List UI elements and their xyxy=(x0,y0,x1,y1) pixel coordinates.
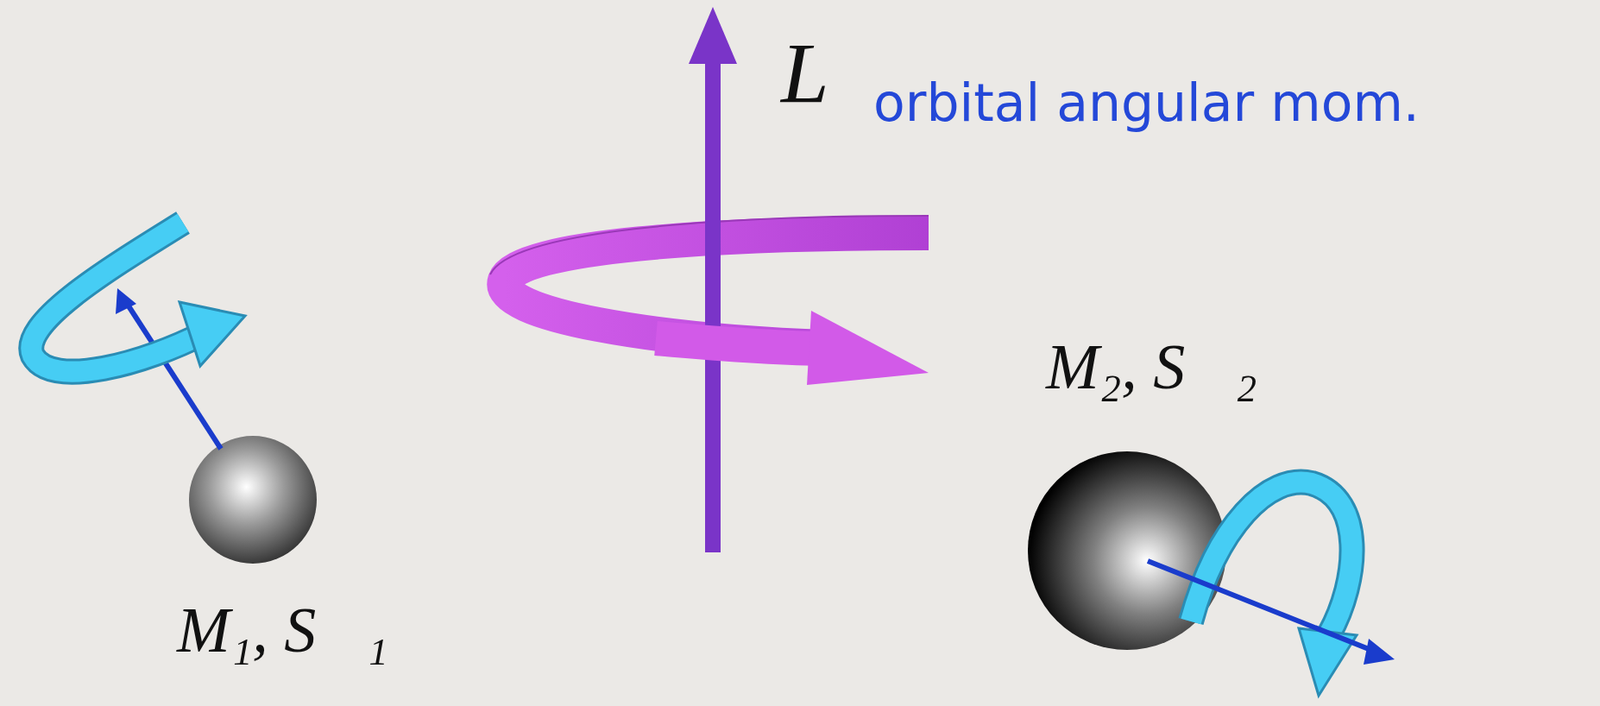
vector-caption: orbital angular mom. xyxy=(873,74,1420,132)
spin-curl xyxy=(31,222,204,372)
black-hole-small xyxy=(188,435,317,564)
spin-curl-edge xyxy=(31,222,204,372)
spin-vector-head xyxy=(1363,638,1395,665)
spin-vector-head xyxy=(115,288,137,315)
l-vector-shaft xyxy=(705,60,721,553)
spin-vector xyxy=(1147,560,1378,653)
l-vector-head xyxy=(688,6,738,64)
spin-curl-head xyxy=(179,302,246,366)
orbit-arrowhead xyxy=(806,310,929,385)
body-label: M₂, S⃗₂ xyxy=(1045,332,1258,403)
orbit-ribbon xyxy=(655,338,829,349)
body-label: M₁, S⃗₁ xyxy=(176,595,389,666)
